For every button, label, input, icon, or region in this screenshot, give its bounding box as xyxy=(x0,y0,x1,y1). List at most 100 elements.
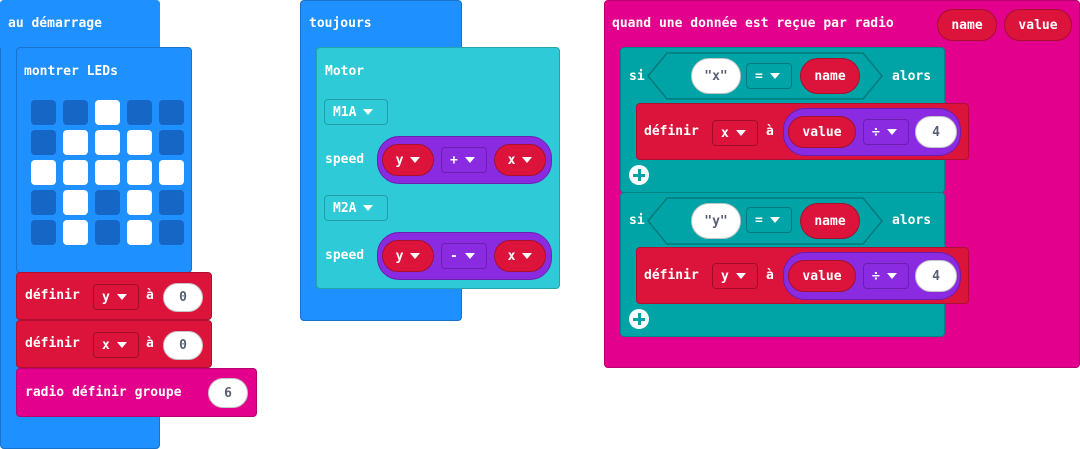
chevron-down-icon xyxy=(769,73,780,79)
led-cell-r3-c3[interactable] xyxy=(127,190,152,215)
led-cell-r0-c3[interactable] xyxy=(127,100,152,125)
if2-set-to: à xyxy=(766,268,774,283)
on-radio-header: quand une donnée est reçue par radio xyxy=(612,16,894,31)
if1-set-label: définir xyxy=(644,124,699,139)
if2-si: si xyxy=(629,213,645,228)
set-y-value-input[interactable]: 0 xyxy=(163,283,203,312)
add-else-icon[interactable] xyxy=(629,309,649,329)
speed1-right-name: x xyxy=(507,152,516,168)
param-value[interactable]: value xyxy=(1004,9,1072,41)
if2-variable[interactable]: name xyxy=(800,203,860,239)
chevron-down-icon xyxy=(735,130,746,136)
led-cell-r4-c2[interactable] xyxy=(95,220,120,245)
param-name[interactable]: name xyxy=(937,9,997,41)
led-cell-r4-c3[interactable] xyxy=(127,220,152,245)
led-cell-r0-c0[interactable] xyxy=(31,100,56,125)
led-cell-r2-c3[interactable] xyxy=(127,160,152,185)
led-cell-r1-c3[interactable] xyxy=(127,130,152,155)
led-cell-r0-c2[interactable] xyxy=(95,100,120,125)
if2-math-operator-dropdown[interactable]: ÷ xyxy=(863,263,909,289)
set-y-variable: y xyxy=(102,289,110,305)
chevron-down-icon xyxy=(363,205,374,211)
chevron-down-icon xyxy=(363,109,374,115)
led-cell-r4-c4[interactable] xyxy=(159,220,184,245)
led-cell-r2-c2[interactable] xyxy=(95,160,120,185)
if2-math-left[interactable]: value xyxy=(788,260,856,292)
if1-operator-dropdown[interactable]: = xyxy=(746,63,792,89)
chevron-down-icon xyxy=(410,253,421,259)
speed1-operator: + xyxy=(450,152,458,168)
if2-operator: = xyxy=(755,212,763,228)
chevron-down-icon xyxy=(116,294,127,300)
if1-operator: = xyxy=(755,68,763,84)
led-cell-r3-c2[interactable] xyxy=(95,190,120,215)
motor2-value: M2A xyxy=(333,200,357,216)
set-x-variable-dropdown[interactable]: x xyxy=(93,332,139,358)
if2-string-input[interactable]: "y" xyxy=(691,203,741,239)
speed1-operator-dropdown[interactable]: + xyxy=(441,147,487,173)
if2-math-right-input[interactable]: 4 xyxy=(915,260,957,292)
led-cell-r1-c1[interactable] xyxy=(63,130,88,155)
led-cell-r0-c1[interactable] xyxy=(63,100,88,125)
speed1-right-variable[interactable]: x xyxy=(494,144,546,176)
led-cell-r1-c4[interactable] xyxy=(159,130,184,155)
speed2-left-variable[interactable]: y xyxy=(382,240,434,272)
led-cell-r4-c0[interactable] xyxy=(31,220,56,245)
speed1-label: speed xyxy=(325,152,365,167)
if2-set-variable: y xyxy=(721,268,729,284)
if2-alors: alors xyxy=(892,213,932,228)
forever-header: toujours xyxy=(309,16,372,31)
led-grid[interactable] xyxy=(31,100,191,250)
chevron-down-icon xyxy=(769,217,780,223)
motor-label: Motor xyxy=(325,64,365,79)
if1-string-input[interactable]: "x" xyxy=(691,58,741,94)
radio-group-value-input[interactable]: 6 xyxy=(208,378,248,408)
speed2-right-variable[interactable]: x xyxy=(494,240,546,272)
speed2-right-name: x xyxy=(507,248,516,264)
if1-math-operator-dropdown[interactable]: ÷ xyxy=(863,119,909,145)
set-y-variable-dropdown[interactable]: y xyxy=(93,284,139,310)
if1-math-right-input[interactable]: 4 xyxy=(915,116,957,148)
speed2-operator-dropdown[interactable]: - xyxy=(441,243,487,269)
chevron-down-icon xyxy=(410,157,421,163)
led-cell-r2-c1[interactable] xyxy=(63,160,88,185)
if2-set-variable-dropdown[interactable]: y xyxy=(712,263,758,289)
led-cell-r1-c0[interactable] xyxy=(31,130,56,155)
speed2-left-name: y xyxy=(395,248,404,264)
if1-si: si xyxy=(629,69,645,84)
speed2-operator: - xyxy=(450,248,458,264)
on-start-header-bg xyxy=(0,0,160,48)
if1-set-variable-dropdown[interactable]: x xyxy=(712,120,758,146)
speed1-left-variable[interactable]: y xyxy=(382,144,434,176)
motor1-dropdown[interactable]: M1A xyxy=(324,99,388,125)
if1-string-value: "x" xyxy=(704,68,728,84)
led-cell-r3-c4[interactable] xyxy=(159,190,184,215)
if1-math-left[interactable]: value xyxy=(788,116,856,148)
if1-math-operator: ÷ xyxy=(872,124,880,140)
radio-set-group-label: radio définir groupe xyxy=(25,385,182,400)
led-cell-r2-c0[interactable] xyxy=(31,160,56,185)
if1-variable[interactable]: name xyxy=(800,58,860,94)
led-cell-r3-c1[interactable] xyxy=(63,190,88,215)
speed1-left-name: y xyxy=(395,152,404,168)
led-cell-r2-c4[interactable] xyxy=(159,160,184,185)
chevron-down-icon xyxy=(464,253,475,259)
if2-math-operator: ÷ xyxy=(872,268,880,284)
set-y-label: définir xyxy=(25,288,80,303)
led-cell-r0-c4[interactable] xyxy=(159,100,184,125)
set-x-value-input[interactable]: 0 xyxy=(163,331,203,360)
set-x-variable: x xyxy=(102,337,110,353)
set-x-label: définir xyxy=(25,336,80,351)
chevron-down-icon xyxy=(886,273,897,279)
led-cell-r4-c1[interactable] xyxy=(63,220,88,245)
set-y-to: à xyxy=(146,288,154,303)
if2-set-label: définir xyxy=(644,268,699,283)
chevron-down-icon xyxy=(464,157,475,163)
on-start-header: au démarrage xyxy=(8,16,102,31)
led-cell-r3-c0[interactable] xyxy=(31,190,56,215)
if2-operator-dropdown[interactable]: = xyxy=(746,207,792,233)
motor2-dropdown[interactable]: M2A xyxy=(324,195,388,221)
speed2-label: speed xyxy=(325,248,365,263)
add-else-icon[interactable] xyxy=(629,165,649,185)
led-cell-r1-c2[interactable] xyxy=(95,130,120,155)
